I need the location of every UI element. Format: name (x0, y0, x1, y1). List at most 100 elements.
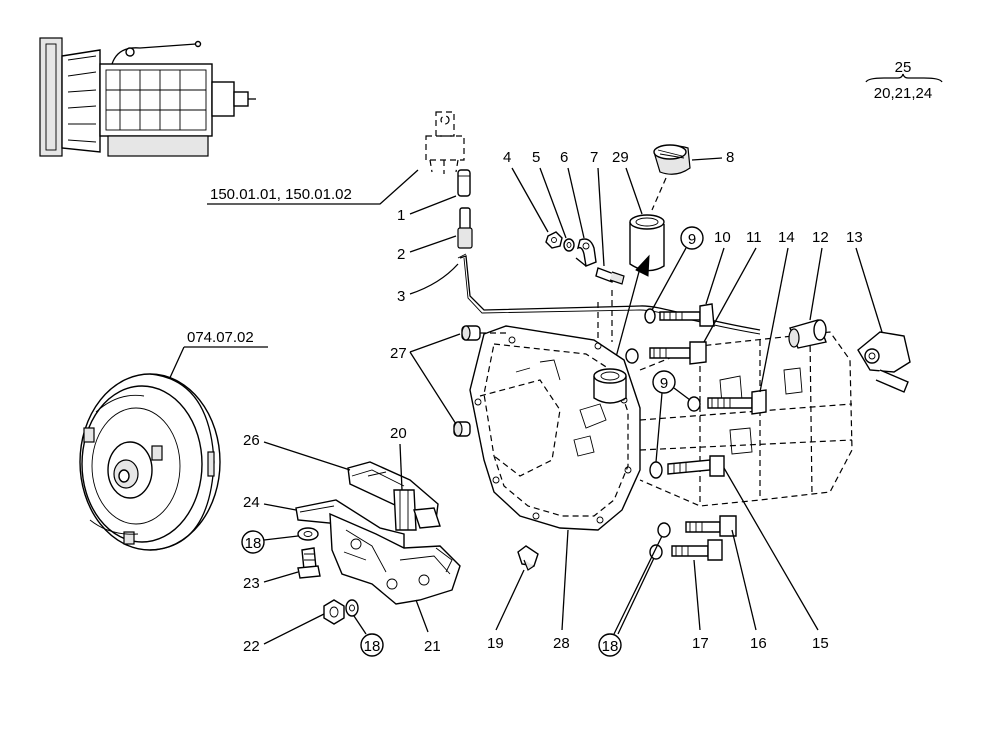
callout-7-label: 7 (590, 149, 598, 166)
dowel-27-upper (461, 325, 481, 341)
callout-2-label: 2 (397, 246, 405, 263)
callout-17: 17 (692, 559, 709, 652)
callout-26: 26 (243, 432, 351, 471)
callout-18-left: 18 (241, 530, 299, 554)
insulator-20 (393, 489, 441, 531)
callout-15-label: 15 (812, 635, 829, 652)
callout-2: 2 (397, 235, 457, 263)
selector-reference-leader (207, 169, 419, 205)
bolt-14 (687, 389, 767, 415)
callout-9-upper-label: 9 (688, 231, 696, 248)
callout-11-label: 11 (746, 229, 762, 246)
callout-29-label: 29 (612, 149, 629, 166)
callout-23: 23 (243, 571, 299, 592)
callout-18-bottom-label: 18 (364, 638, 381, 655)
washer-18-bottom (345, 599, 359, 617)
filler-neck-arrow-head (635, 254, 650, 277)
torque-converter (79, 373, 221, 551)
callout-22: 22 (243, 613, 325, 655)
callout-16: 16 (731, 529, 767, 652)
sleeve-2 (459, 207, 471, 231)
callout-20: 20 (390, 425, 407, 491)
selector-housing-part (425, 111, 465, 174)
filler-boss (593, 368, 627, 404)
callout-14: 14 (759, 229, 795, 393)
bolt-7 (595, 267, 625, 285)
washer-11 (625, 348, 639, 364)
callout-28: 28 (553, 529, 570, 652)
callout-13: 13 (846, 229, 883, 333)
callout-18-left-label: 18 (245, 535, 262, 552)
callout-22-label: 22 (243, 638, 260, 655)
callout-3-label: 3 (397, 288, 405, 305)
callout-23-label: 23 (243, 575, 260, 592)
callout-5-label: 5 (532, 149, 540, 166)
callout-29: 29 (612, 149, 643, 215)
callout-17-label: 17 (692, 635, 709, 652)
hose-12 (788, 319, 827, 349)
washer-18-left (297, 527, 319, 541)
sleeve-2-body (457, 227, 473, 249)
callout-12: 12 (809, 229, 829, 321)
converter-reference: 074.07.02 (167, 329, 268, 383)
bolt-11 (625, 341, 707, 365)
callout-24: 24 (243, 494, 297, 511)
mount-crossmember-21 (329, 512, 461, 605)
group-reference: 25 20,21,24 (865, 59, 943, 102)
callout-21: 21 (415, 599, 441, 655)
callout-11: 11 (703, 229, 762, 343)
callout-24-label: 24 (243, 494, 260, 511)
callout-5: 5 (532, 149, 567, 239)
nut-4 (545, 231, 563, 249)
callout-27: 27 (390, 333, 461, 425)
nut-22 (323, 599, 345, 625)
group-ref-top: 25 (895, 59, 912, 76)
callout-10: 10 (705, 229, 731, 305)
callout-20-label: 20 (390, 425, 407, 442)
callout-26-label: 26 (243, 432, 260, 449)
converter-reference-text: 074.07.02 (187, 329, 254, 346)
callout-9-lower: 9 (652, 370, 691, 463)
callout-6: 6 (560, 149, 585, 239)
callout-16-label: 16 (750, 635, 767, 652)
callout-27-label: 27 (390, 345, 407, 362)
group-ref-brace (865, 73, 943, 83)
callout-4: 4 (503, 149, 549, 233)
dowel-27-lower (453, 421, 471, 437)
callout-19: 19 (487, 569, 525, 652)
transmission-locator-illustration (39, 37, 256, 157)
callout-19-label: 19 (487, 635, 504, 652)
callout-18-right: 18 (598, 535, 663, 657)
washer-9-lower (649, 461, 663, 479)
bolt-10 (644, 303, 715, 327)
callout-13-label: 13 (846, 229, 863, 246)
washer-9-middle (687, 396, 701, 412)
clamp-6 (575, 238, 597, 267)
callout-7: 7 (590, 149, 605, 267)
callout-18-right-label: 18 (602, 638, 619, 655)
callout-9-lower-label: 9 (660, 375, 668, 392)
callout-6-label: 6 (560, 149, 568, 166)
callout-28-label: 28 (553, 635, 570, 652)
washer-5 (563, 238, 575, 252)
callout-10-label: 10 (714, 229, 731, 246)
bolt-16 (657, 515, 737, 538)
group-ref-bottom: 20,21,24 (874, 85, 932, 102)
plug-19 (517, 545, 539, 571)
washer-9-upper (644, 308, 656, 324)
callout-8-label: 8 (726, 149, 734, 166)
callout-1-label: 1 (397, 207, 405, 224)
callout-1: 1 (397, 195, 457, 224)
bushing-1 (457, 169, 471, 197)
bolt-15 (649, 455, 725, 479)
callout-9-upper: 9 (651, 226, 704, 311)
bolt-17 (649, 539, 723, 561)
converter-reference-leader (167, 346, 268, 383)
callout-15: 15 (723, 467, 829, 652)
bolt-23 (297, 547, 321, 579)
callout-14-label: 14 (778, 229, 795, 246)
callout-8: 8 (691, 149, 734, 166)
washer-18-upper (657, 522, 671, 538)
